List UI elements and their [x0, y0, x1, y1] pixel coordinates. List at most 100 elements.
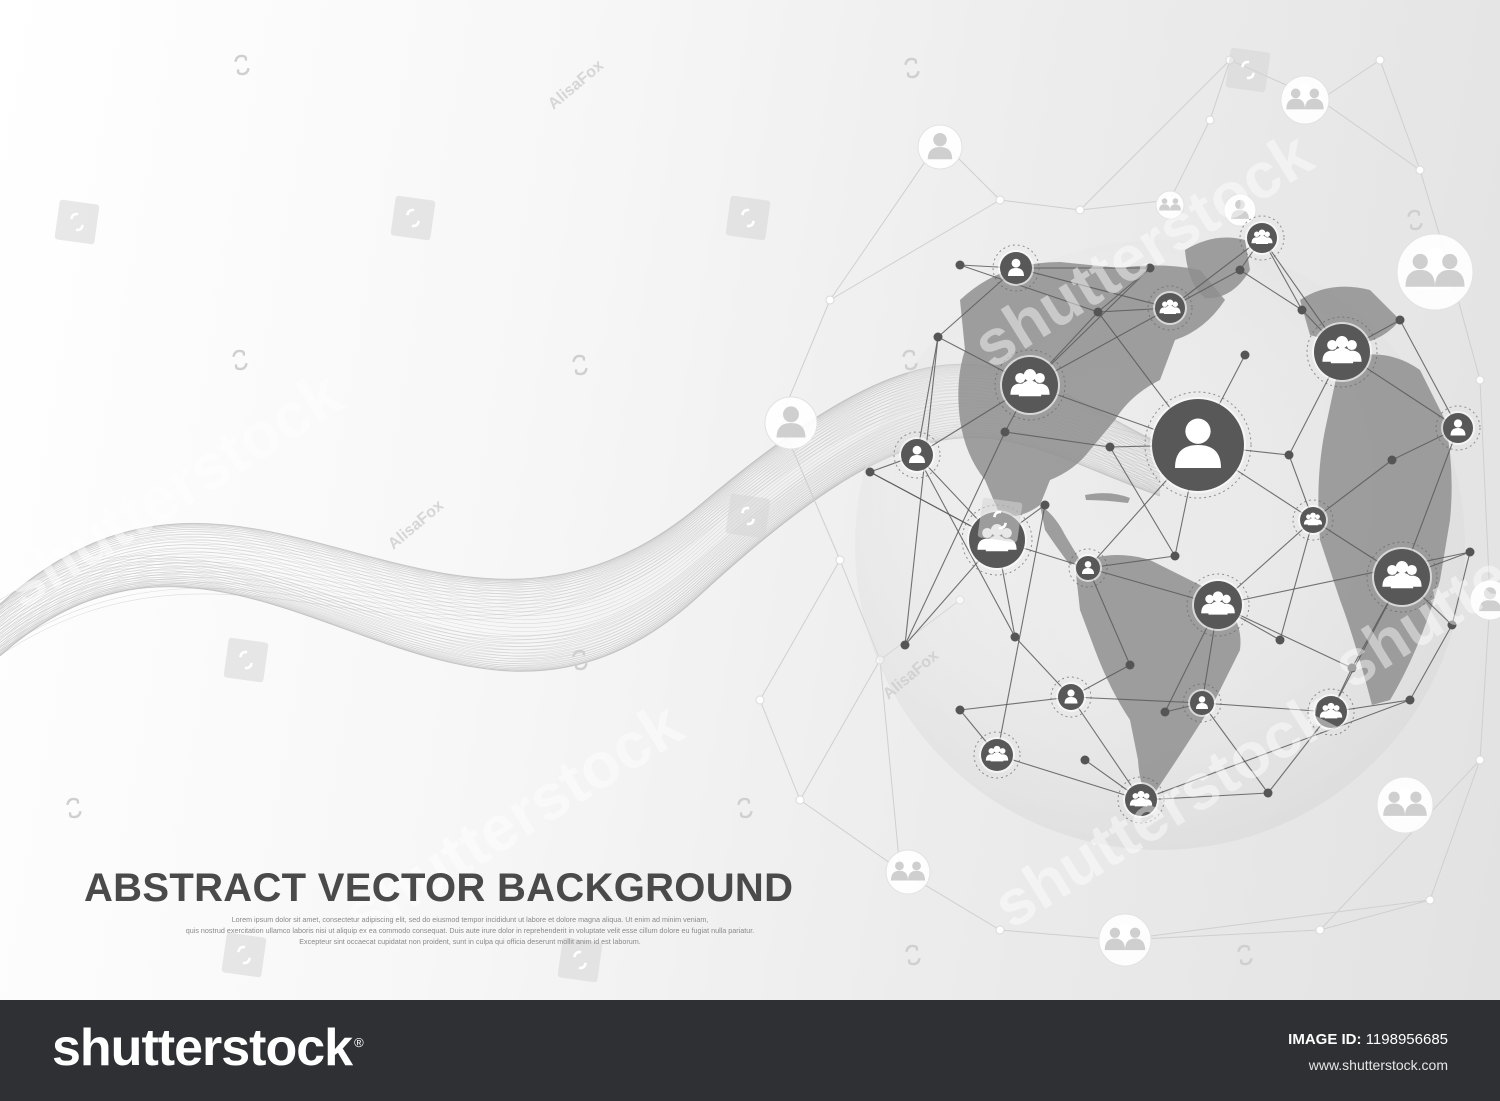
person-icon: [927, 132, 953, 160]
network-junction: [1395, 315, 1405, 325]
network-junction: [1284, 450, 1294, 460]
background-link: [1319, 59, 1381, 101]
network-node: [994, 349, 1066, 421]
background-link: [799, 799, 901, 871]
site-url[interactable]: www.shutterstock.com: [1308, 1057, 1448, 1073]
network-junction: [1275, 635, 1285, 645]
network-node: [893, 431, 941, 479]
network-link: [1140, 699, 1411, 801]
network-node: [1306, 316, 1378, 388]
background-dot: [1415, 165, 1425, 175]
watermark-swirl: [737, 797, 753, 819]
network-nodes: [893, 215, 1481, 824]
network-node: [1050, 676, 1092, 718]
network-junction: [955, 705, 965, 715]
person-icon: [1231, 199, 1249, 219]
lorem-paragraph: Lorem ipsum dolor sit amet, consectetur …: [130, 914, 810, 947]
watermark-swirl: [1407, 209, 1423, 231]
network-node: [992, 244, 1040, 292]
faded-node: [885, 849, 931, 895]
watermark-swirl: [234, 54, 250, 76]
network-junction: [1240, 350, 1250, 360]
watermark-swirl: [572, 354, 588, 376]
group-icon: [1405, 253, 1465, 287]
network-junction: [1263, 788, 1273, 798]
background-link: [1319, 99, 1421, 171]
background-link: [999, 199, 1081, 211]
network-junction: [900, 640, 910, 650]
network-node: [1068, 548, 1108, 588]
watermark-tiles: [54, 47, 1423, 983]
faded-node: [917, 124, 963, 170]
network-link: [959, 696, 1072, 711]
network-link: [916, 336, 939, 456]
network-junction: [1465, 547, 1475, 557]
background-link: [1079, 59, 1231, 211]
network-link: [1004, 431, 1111, 448]
watermark-swirl: [902, 349, 918, 371]
watermark-tile: [390, 195, 436, 241]
background-dot: [1475, 375, 1485, 385]
brand-name: shutterstock: [52, 1019, 353, 1077]
network-link: [1312, 459, 1393, 521]
image-id-value: 1198956685: [1365, 1031, 1448, 1048]
background-link: [1429, 759, 1481, 901]
network-node: [1307, 688, 1355, 736]
watermark-swirl: [904, 57, 920, 79]
network-link: [1015, 267, 1171, 309]
network-junction: [1080, 755, 1090, 765]
network-link: [1217, 551, 1471, 606]
group-icon: [1104, 927, 1146, 951]
background-link: [1479, 599, 1491, 761]
network-junction: [955, 260, 965, 270]
network-node: [1144, 391, 1252, 499]
network-link: [1451, 551, 1471, 626]
person-icon: [1478, 587, 1500, 612]
background-link: [759, 699, 801, 801]
network-link: [1279, 519, 1314, 641]
background-dot: [1205, 115, 1215, 125]
watermark-swirl: [572, 649, 588, 671]
network-link: [1239, 269, 1303, 311]
watermark-tile: [1225, 47, 1271, 93]
artwork-canvas: shutterstock shutterstock shutterstock s…: [0, 0, 1500, 1000]
faded-node: [1376, 776, 1434, 834]
background-link: [799, 659, 881, 801]
background-link: [1079, 199, 1171, 211]
network-link: [1070, 696, 1203, 704]
network-node: [1366, 541, 1438, 613]
watermark-tile: [221, 932, 267, 978]
background-dot: [1475, 755, 1485, 765]
network-node: [1186, 573, 1250, 637]
brand-logo[interactable]: shutterstock®: [52, 1018, 364, 1078]
group-icon: [1383, 791, 1427, 816]
network-junction: [865, 467, 875, 477]
network-junction: [1387, 455, 1397, 465]
background-dot: [1315, 925, 1325, 935]
group-icon: [890, 861, 926, 881]
network-link: [904, 431, 1006, 646]
network-node: [973, 731, 1021, 779]
network-link: [1109, 446, 1176, 557]
network-globe-illustration: [0, 47, 1500, 983]
background-link: [879, 659, 901, 871]
network-node: [1435, 405, 1481, 451]
group-icon: [1159, 198, 1181, 211]
background-link: [1379, 59, 1421, 171]
watermark-tile: [557, 937, 603, 983]
network-link: [1201, 702, 1332, 713]
network-junction: [1000, 427, 1010, 437]
watermark-tile: [54, 199, 100, 245]
network-junction: [1125, 660, 1135, 670]
background-link: [829, 139, 941, 301]
network-junction: [933, 332, 943, 342]
network-link: [1087, 567, 1131, 666]
network-link: [904, 336, 939, 646]
background-dot: [755, 695, 765, 705]
background-dot: [795, 795, 805, 805]
network-node: [1147, 285, 1193, 331]
network-junctions: [865, 260, 1475, 798]
background-link: [1119, 929, 1321, 941]
watermark-tile: [725, 493, 771, 539]
background-dot: [1375, 55, 1385, 65]
